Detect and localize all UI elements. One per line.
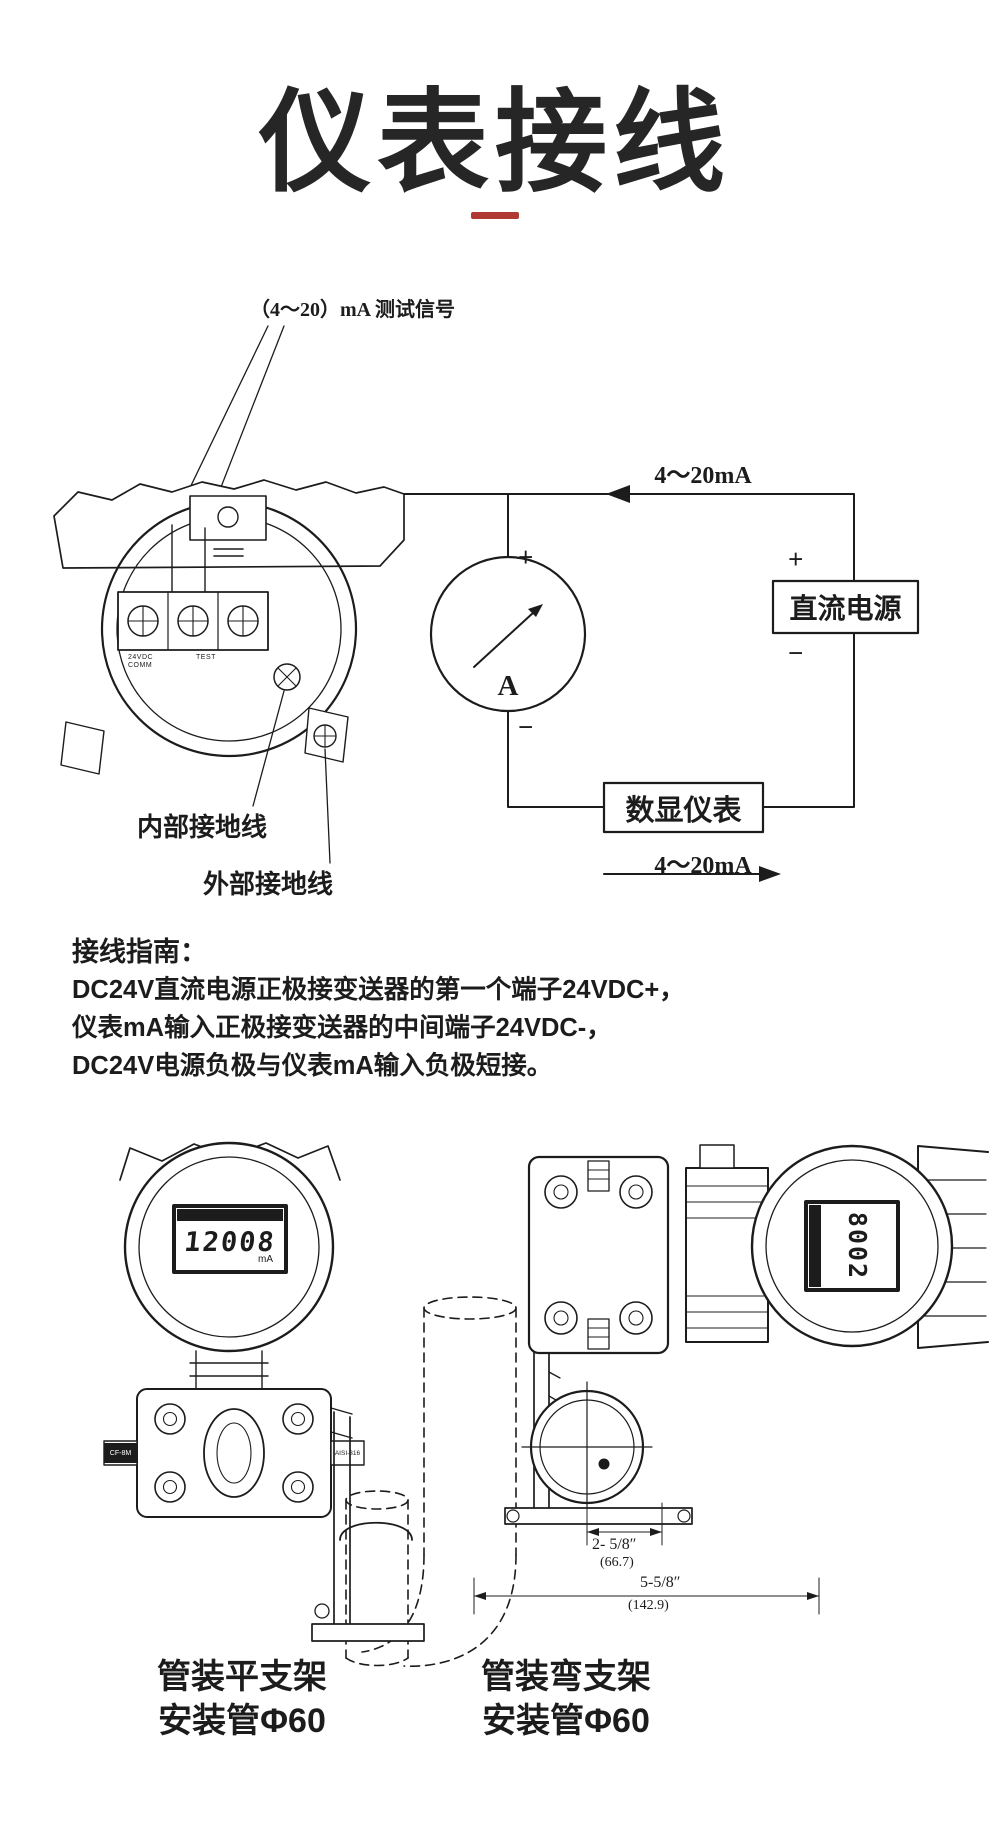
flange-tag-right: AISI-316: [334, 1449, 361, 1457]
current-label-bottom: 4～20mA: [654, 853, 752, 879]
bent-bracket-assembly: [504, 1144, 989, 1525]
lcd-value-right: 8002: [843, 1211, 873, 1281]
current-arrow-left: [606, 485, 630, 503]
digital-meter-box: [602, 781, 765, 834]
wiring-guide: 接线指南： DC24V直流电源正极接变送器的第一个端子24VDC+， 仪表mA输…: [72, 933, 685, 1085]
title-accent-dash: [471, 212, 519, 219]
u-bolt: [339, 1521, 413, 1541]
test-signal-label: （4～20）mA 测试信号: [250, 299, 455, 321]
external-ground-leader: [324, 748, 331, 864]
flat-bracket-assembly: [103, 1141, 425, 1642]
guide-line-2: 仪表mA输入正极接变送器的中间端子24VDC-，: [72, 1014, 612, 1042]
external-ground-label: 外部接地线: [203, 870, 334, 899]
caption-flat-line-1: 管装平支架: [157, 1658, 327, 1696]
terminal-marking-comm: COMM: [128, 662, 153, 669]
mounting-pipes-dashed: [345, 1296, 517, 1667]
flange-body-right: [527, 1155, 670, 1355]
internal-ground-label: 内部接地线: [137, 813, 268, 842]
dimension-lines: [473, 1502, 820, 1615]
power-supply-label: 直流电源: [789, 594, 902, 625]
caption-bent-bracket: 管装弯支架 安装管Φ60: [446, 1655, 686, 1743]
page-title: 仪表接线: [259, 80, 731, 205]
dimension-1-mm: (66.7): [600, 1555, 634, 1570]
guide-heading: 接线指南：: [72, 937, 207, 967]
power-plus-sign: +: [788, 544, 804, 574]
dimension-2-inches: 5-5/8″: [640, 1574, 681, 1591]
caption-flat-bracket: 管装平支架 安装管Φ60: [122, 1655, 362, 1743]
needle-arrow: [528, 604, 543, 617]
digital-meter-label: 数显仪表: [625, 794, 742, 827]
transmitter-drawing: [53, 325, 405, 864]
ammeter-letter: A: [497, 670, 519, 702]
dimension-2-mm: (142.9): [628, 1598, 669, 1613]
terminal-marking-test: TEST: [196, 654, 216, 661]
lcd-display-right: [804, 1200, 900, 1292]
current-label-top: 4～20mA: [654, 463, 752, 489]
internal-ground-leader: [252, 690, 285, 807]
caption-flat-line-2: 安装管Φ60: [158, 1702, 326, 1740]
dc-power-box: [771, 579, 920, 635]
caption-bent-line-2: 安装管Φ60: [482, 1702, 650, 1740]
guide-line-3: DC24V电源负极与仪表mA输入负极短接。: [72, 1052, 553, 1080]
dimension-1-inches: 2- 5/8″: [592, 1536, 637, 1553]
circuit-wires: [403, 485, 855, 882]
ammeter: [429, 555, 587, 713]
flange-tag-left: CF-8M: [104, 1443, 137, 1463]
power-minus-sign: −: [788, 638, 804, 668]
current-arrow-right: [759, 866, 781, 882]
caption-bent-line-1: 管装弯支架: [481, 1658, 651, 1696]
guide-line-1: DC24V直流电源正极接变送器的第一个端子24VDC+，: [72, 976, 685, 1004]
ammeter-plus-sign: +: [518, 542, 534, 572]
terminal-marking-24vdc: 24VDC: [128, 654, 154, 661]
lcd-unit-left: mA: [258, 1254, 273, 1265]
ammeter-minus-sign: −: [518, 712, 534, 742]
